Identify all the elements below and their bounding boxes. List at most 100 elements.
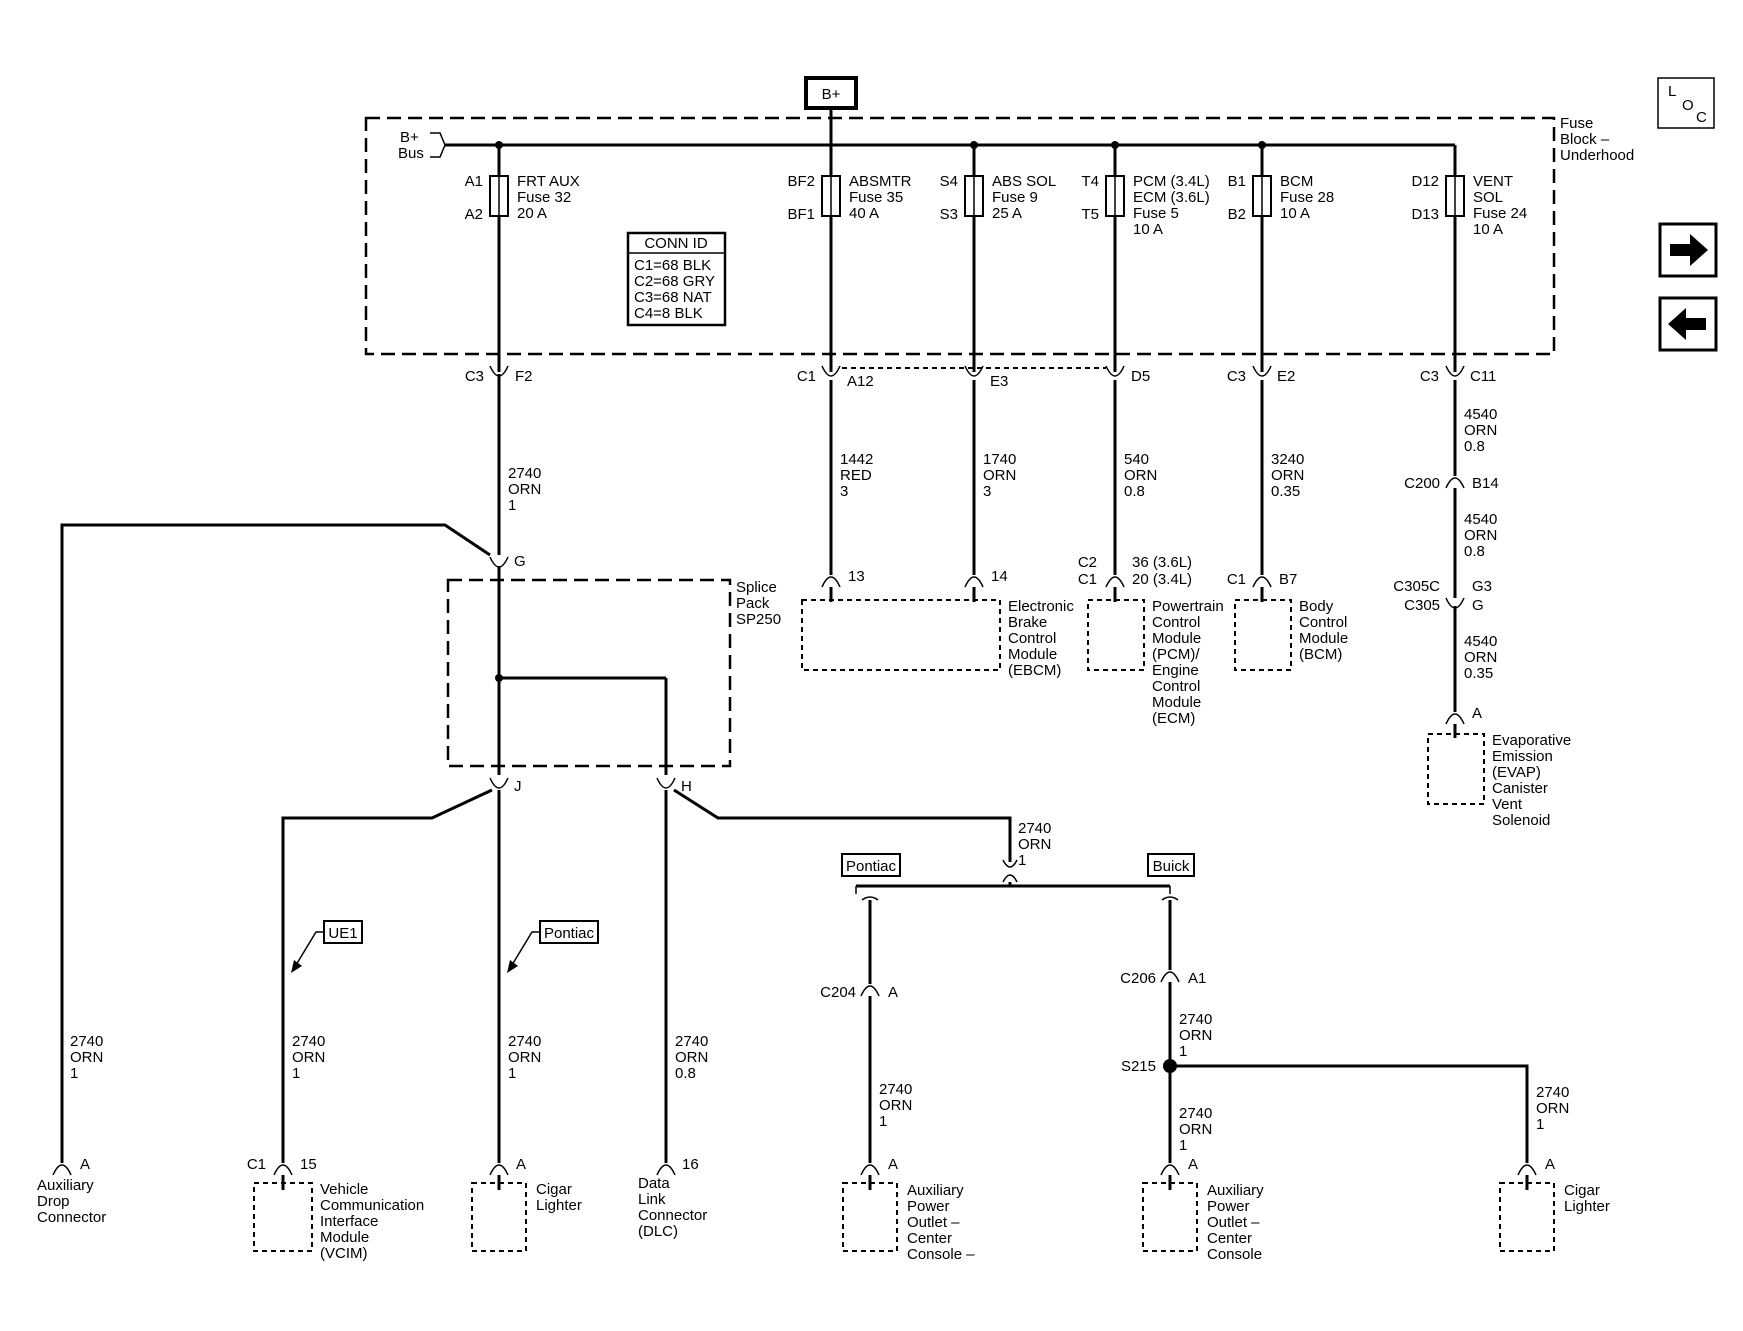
wire-pontiac-apo: C204 A 2740 ORN 1 xyxy=(820,896,912,1163)
loc-o: O xyxy=(1682,97,1694,114)
svg-text:3: 3 xyxy=(983,483,991,500)
svg-text:ORN: ORN xyxy=(1271,467,1304,484)
buick-option-tag: Buick xyxy=(1147,853,1195,877)
svg-text:A2: A2 xyxy=(465,206,483,223)
next-page-arrow-icon[interactable] xyxy=(1658,222,1718,278)
svg-text:ORN: ORN xyxy=(1536,1100,1569,1117)
svg-text:Powertrain: Powertrain xyxy=(1152,598,1224,615)
svg-text:C2=68 GRY: C2=68 GRY xyxy=(634,273,715,290)
prev-page-arrow-icon[interactable] xyxy=(1658,296,1718,352)
loc-l: L xyxy=(1668,83,1676,100)
svg-text:Outlet –: Outlet – xyxy=(1207,1214,1260,1231)
svg-text:Power: Power xyxy=(907,1198,950,1215)
fuse-block-connectors: C3 F2 C1 A12 E3 D5 C3 E2 C3 C11 xyxy=(465,365,1496,390)
svg-text:Module: Module xyxy=(1152,694,1201,711)
svg-text:Auxiliary: Auxiliary xyxy=(37,1177,94,1194)
svg-text:C4=8 BLK: C4=8 BLK xyxy=(634,305,703,322)
svg-text:2740: 2740 xyxy=(1536,1084,1569,1101)
svg-text:4540: 4540 xyxy=(1464,633,1497,650)
fuse-abs-sol: S4 S3 ABS SOL Fuse 9 25 A xyxy=(940,141,1056,372)
cigar-lighter-1: A Cigar Lighter xyxy=(471,1156,582,1252)
svg-text:UE1: UE1 xyxy=(328,925,357,942)
svg-text:2740: 2740 xyxy=(1179,1011,1212,1028)
svg-text:1: 1 xyxy=(508,497,516,514)
svg-text:C305: C305 xyxy=(1404,597,1440,614)
auxiliary-power-outlet-pontiac: A Auxiliary Power Outlet – Center Consol… xyxy=(842,1156,975,1263)
svg-text:CONN ID: CONN ID xyxy=(644,235,708,252)
svg-text:Engine: Engine xyxy=(1152,662,1199,679)
svg-text:B1: B1 xyxy=(1228,173,1246,190)
svg-text:G: G xyxy=(514,553,526,570)
svg-text:BCM: BCM xyxy=(1280,173,1313,190)
splice-pack-sp250: G Splice Pack SP250 J H xyxy=(446,553,781,795)
data-link-connector: 16 Data Link Connector (DLC) xyxy=(638,1156,707,1240)
svg-text:0.8: 0.8 xyxy=(1464,543,1485,560)
svg-text:Splice: Splice xyxy=(736,579,777,596)
fuse-frt-aux: A1 A2 FRT AUX Fuse 32 20 A xyxy=(465,141,580,372)
svg-text:4540: 4540 xyxy=(1464,511,1497,528)
svg-text:H: H xyxy=(681,778,692,795)
b-plus-bus: B+ Bus xyxy=(398,129,1455,162)
svg-text:(DLC): (DLC) xyxy=(638,1223,678,1240)
svg-text:(PCM)/: (PCM)/ xyxy=(1152,646,1200,663)
svg-text:Outlet –: Outlet – xyxy=(907,1214,960,1231)
svg-text:E2: E2 xyxy=(1277,368,1295,385)
svg-text:J: J xyxy=(514,778,522,795)
svg-text:G3: G3 xyxy=(1472,578,1492,595)
svg-text:ORN: ORN xyxy=(983,467,1016,484)
auxiliary-drop-connector: A Auxiliary Drop Connector xyxy=(37,1156,106,1226)
svg-text:E3: E3 xyxy=(990,373,1008,390)
svg-text:Fuse 5: Fuse 5 xyxy=(1133,205,1179,222)
svg-text:2740: 2740 xyxy=(508,465,541,482)
svg-text:2740: 2740 xyxy=(1179,1105,1212,1122)
svg-text:Brake: Brake xyxy=(1008,614,1047,631)
svg-text:ORN: ORN xyxy=(1464,527,1497,544)
svg-text:ORN: ORN xyxy=(1464,649,1497,666)
loc-icon[interactable]: L O C xyxy=(1657,77,1715,129)
svg-text:Lighter: Lighter xyxy=(536,1197,582,1214)
svg-text:Auxiliary: Auxiliary xyxy=(907,1182,964,1199)
svg-text:T5: T5 xyxy=(1081,206,1099,223)
svg-text:ORN: ORN xyxy=(292,1049,325,1066)
ebcm-module: 13 14 Electronic Brake Control Module (E… xyxy=(801,568,1074,679)
fuse-bcm: B1 B2 BCM Fuse 28 10 A xyxy=(1228,141,1334,372)
svg-text:Pontiac: Pontiac xyxy=(544,925,595,942)
svg-text:A: A xyxy=(1472,705,1482,722)
svg-text:FRT AUX: FRT AUX xyxy=(517,173,580,190)
svg-text:1442: 1442 xyxy=(840,451,873,468)
svg-text:C11: C11 xyxy=(1470,368,1496,385)
svg-text:ORN: ORN xyxy=(1179,1121,1212,1138)
svg-text:G: G xyxy=(1472,597,1484,614)
svg-text:Vehicle: Vehicle xyxy=(320,1181,368,1198)
svg-text:A: A xyxy=(1188,1156,1198,1173)
svg-text:(BCM): (BCM) xyxy=(1299,646,1342,663)
svg-text:Vent: Vent xyxy=(1492,796,1523,813)
svg-text:BF1: BF1 xyxy=(787,206,815,223)
wire-cigar-lighter-1: 2740 ORN 1 xyxy=(497,790,541,1163)
wire-vcim: 2740 ORN 1 xyxy=(281,788,493,1163)
svg-text:(EBCM): (EBCM) xyxy=(1008,662,1061,679)
svg-text:D12: D12 xyxy=(1411,173,1439,190)
svg-text:Underhood: Underhood xyxy=(1560,147,1634,164)
svg-text:Electronic: Electronic xyxy=(1008,598,1074,615)
svg-text:S3: S3 xyxy=(940,206,958,223)
svg-text:Link: Link xyxy=(638,1191,666,1208)
svg-text:C1: C1 xyxy=(247,1156,266,1173)
wire-540: 540 ORN 0.8 xyxy=(1113,380,1157,575)
svg-text:2740: 2740 xyxy=(675,1033,708,1050)
svg-text:B14: B14 xyxy=(1472,475,1499,492)
svg-text:ORN: ORN xyxy=(508,481,541,498)
wire-2740-trunk: 2740 ORN 1 xyxy=(497,380,541,555)
svg-text:C3: C3 xyxy=(465,368,484,385)
battery-source: B+ xyxy=(804,76,858,145)
svg-text:0.8: 0.8 xyxy=(675,1065,696,1082)
svg-text:Auxiliary: Auxiliary xyxy=(1207,1182,1264,1199)
svg-text:Center: Center xyxy=(907,1230,952,1247)
svg-text:40 A: 40 A xyxy=(849,205,879,222)
wire-dlc: 2740 ORN 0.8 xyxy=(664,790,708,1163)
svg-text:(EVAP): (EVAP) xyxy=(1492,764,1541,781)
wire-2740-h-branch: 2740 ORN 1 xyxy=(673,788,1171,894)
svg-text:Connector: Connector xyxy=(638,1207,707,1224)
wire-3240: 3240 ORN 0.35 xyxy=(1260,380,1304,575)
